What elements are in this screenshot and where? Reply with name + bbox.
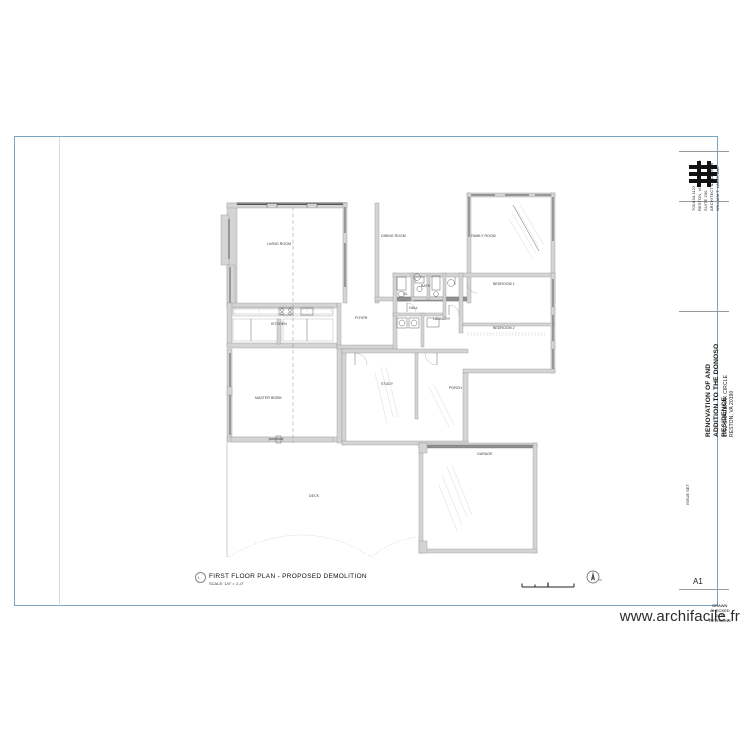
room-label-bath: BATH	[421, 284, 431, 288]
firm-line-4: 703.834.1122	[691, 185, 696, 211]
title-block: WILLIAM T. LARIS, AIA ARCHITECT & PLANNE…	[675, 137, 735, 623]
room-label-living-room: LIVING ROOM	[267, 242, 291, 246]
issue-line-1: CHECKED	[710, 608, 730, 613]
room-label-deck: DECK	[309, 494, 320, 498]
issue-line-2: DATE	[714, 613, 726, 618]
room-label-family-room: FAMILY ROOM	[471, 234, 496, 238]
room-label-garage: GARAGE	[477, 452, 493, 456]
project-title-line-1: ADDITION TO THE DONOSO	[713, 343, 720, 437]
detail-bubble-number: 1	[197, 575, 200, 580]
firm-line-0: WILLIAM T. LARIS, AIA	[715, 167, 720, 211]
plan-caption-scale: SCALE: 1/4" = 1'-0"	[209, 581, 244, 586]
title-block-rule-logo	[679, 201, 729, 202]
issue-line-3: REVISIONS	[709, 618, 731, 623]
issue-block: DRAWN CHECKED DATE REVISIONS	[709, 603, 731, 623]
project-address-line-1: RESTON, VA 20190	[729, 390, 735, 437]
project-title-line-0: RENOVATION OF AND	[705, 363, 712, 437]
graphic-scale-bar	[521, 577, 575, 588]
room-label-bedroom-2: BEDROOM 2	[493, 326, 515, 330]
room-label-bedroom-1: BEDROOM 1	[493, 282, 515, 286]
room-label-closet: CL.	[403, 292, 409, 296]
sheet-number: A1	[693, 577, 703, 586]
plan-caption-title: FIRST FLOOR PLAN - PROPOSED DEMOLITION	[209, 573, 367, 580]
detail-bubble-icon	[195, 572, 206, 583]
site-watermark: www.archifacile.fr	[619, 608, 740, 625]
plan-caption: 1 FIRST FLOOR PLAN - PROPOSED DEMOLITION…	[195, 572, 495, 586]
firm-line-2: SUITE 200	[703, 190, 708, 211]
floor-plan-drawing[interactable]: .wall { fill:#d4d4d4; stroke:#9a9a9a; st…	[15, 137, 719, 607]
room-label-laundry: LAUNDRY	[433, 317, 451, 321]
room-label-hall: HALL	[409, 306, 418, 310]
issue-set-note-text: ISSUE SET	[685, 484, 690, 505]
firm-line-1: ARCHITECT & PLANNER	[709, 162, 714, 211]
sheet-left-margin-rule	[59, 137, 60, 607]
title-block-rule-firm	[679, 311, 729, 312]
room-label-study: STUDY	[381, 382, 394, 386]
firm-line-3: RESTON, VIRGINIA 20190	[697, 160, 702, 211]
room-label-kitchen: KITCHEN	[271, 322, 287, 326]
room-label-master-bedroom: MASTER BDRM	[255, 396, 282, 400]
title-block-rule-issue	[679, 589, 729, 590]
room-label-porch: PORCH	[449, 386, 462, 390]
room-label-dining-room: DINING ROOM	[381, 234, 406, 238]
architect-firm-logo	[689, 161, 717, 187]
issue-line-0: DRAWN	[712, 603, 728, 608]
north-arrow-icon	[585, 569, 603, 587]
drawing-sheet-frame: .wall { fill:#d4d4d4; stroke:#9a9a9a; st…	[14, 136, 735, 623]
title-block-rule-top	[679, 151, 729, 152]
room-label-foyer: FOYER	[355, 316, 368, 320]
